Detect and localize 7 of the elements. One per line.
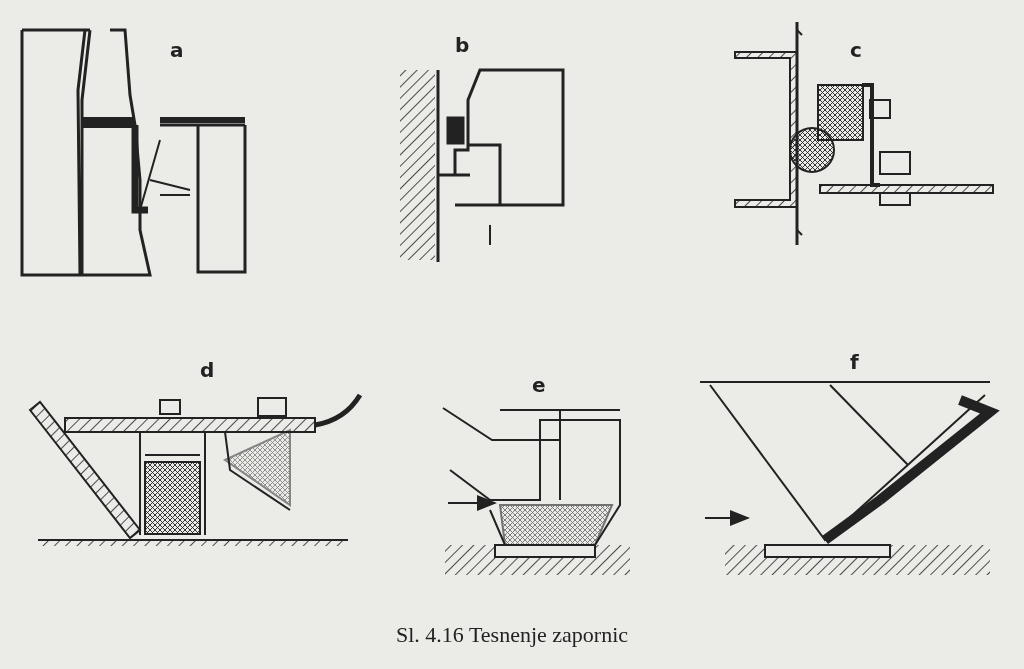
panel-letter: f: [850, 352, 859, 372]
panel-letter: d: [200, 360, 215, 380]
panel-letter: c: [850, 40, 862, 60]
panel-letter: a: [170, 40, 184, 60]
figure-caption: Sl. 4.16 Tesnenje zapornic: [395, 622, 629, 648]
panel-letter: b: [455, 35, 470, 55]
panel-letter: e: [532, 375, 546, 395]
